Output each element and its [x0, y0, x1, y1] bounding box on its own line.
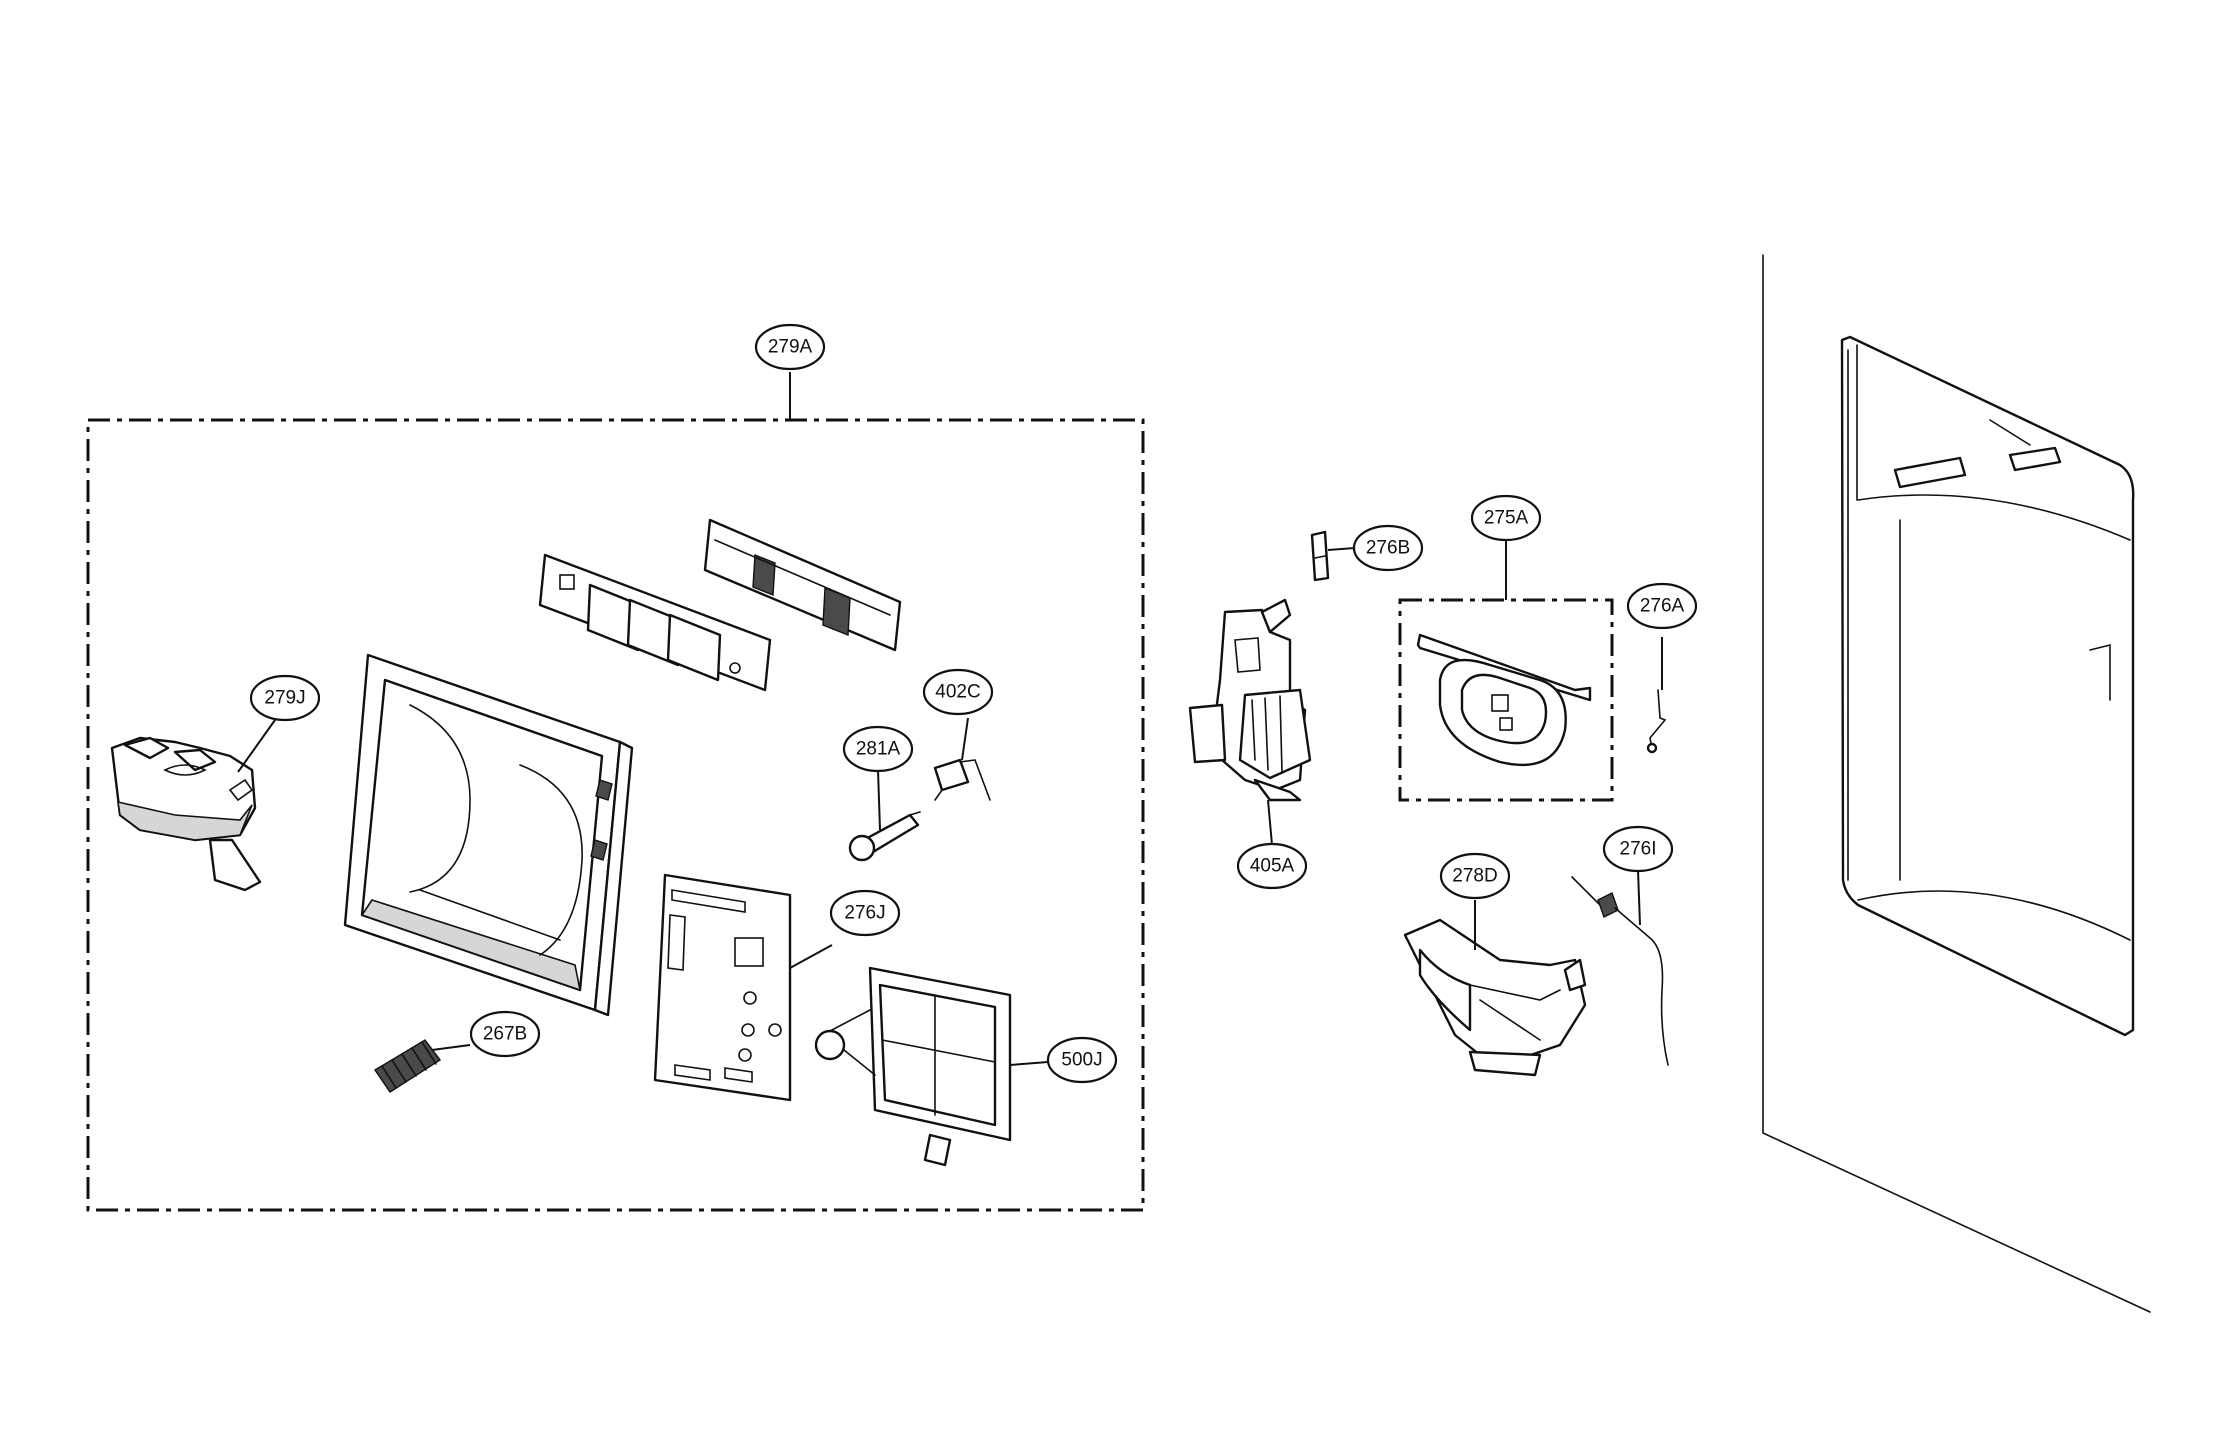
part-267b [374, 1039, 442, 1093]
callout-267b-label: 267B [483, 1024, 527, 1045]
part-281a [848, 811, 921, 862]
part-500j [814, 966, 1012, 1167]
callout-276i-label: 276I [1620, 839, 1657, 860]
callout-405a: 405A [1236, 842, 1308, 890]
callout-276a-label: 276A [1640, 596, 1685, 617]
callout-278d-label: 278D [1452, 866, 1497, 887]
callout-275a: 275A [1470, 494, 1542, 542]
callout-278d: 278D [1439, 852, 1511, 900]
callout-279j-label: 279J [264, 688, 305, 709]
callout-281a-label: 281A [856, 739, 901, 760]
callout-267b: 267B [469, 1010, 541, 1058]
part-276b [1310, 530, 1330, 582]
callout-276j-label: 276J [844, 903, 885, 924]
part-275a [1416, 633, 1592, 767]
callout-405a-label: 405A [1250, 856, 1295, 877]
callout-276b-label: 276B [1366, 538, 1410, 559]
callout-500j: 500J [1046, 1036, 1118, 1084]
assembly-279a-box [86, 418, 1145, 1212]
part-278d [1403, 918, 1587, 1077]
display-pcb-right [703, 518, 902, 652]
callout-279a-label: 279A [768, 337, 813, 358]
refrigerator-door [1762, 254, 2151, 1313]
callout-275a-label: 275A [1484, 508, 1529, 529]
callout-281a: 281A [842, 725, 914, 773]
display-panel-left [538, 553, 772, 692]
part-402c [933, 758, 991, 801]
part-279j [110, 736, 262, 892]
callout-276a: 276A [1626, 582, 1698, 630]
part-276j [653, 873, 792, 1102]
dispenser-cover-frame [343, 653, 634, 1017]
callout-276i: 276I [1602, 825, 1674, 873]
callout-276b: 276B [1352, 524, 1424, 572]
callout-276j: 276J [829, 889, 901, 937]
callout-279j: 279J [249, 674, 321, 722]
part-405a [1188, 598, 1312, 802]
callout-279a: 279A [754, 323, 826, 371]
part-276i [1571, 876, 1669, 1066]
part-276a [1646, 689, 1667, 754]
callout-402c-label: 402C [935, 682, 980, 703]
callout-402c: 402C [922, 668, 994, 716]
callout-500j-label: 500J [1061, 1050, 1102, 1071]
